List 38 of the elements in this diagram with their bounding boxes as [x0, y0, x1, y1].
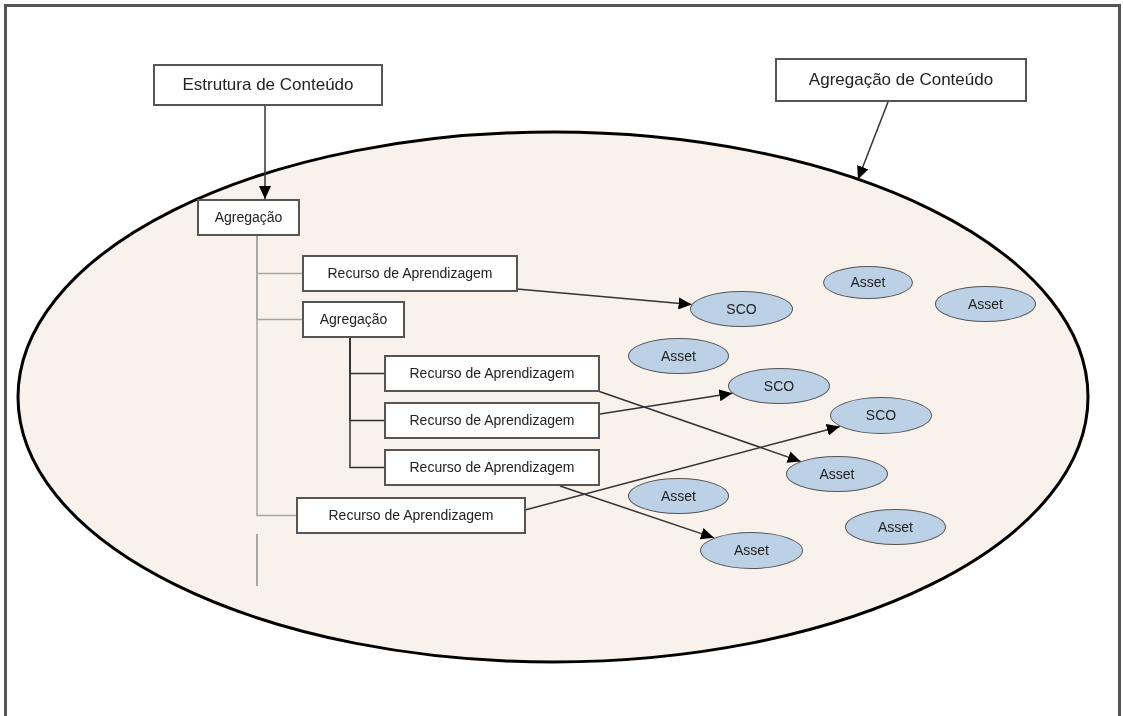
node-label: Asset — [850, 273, 886, 292]
node-label: Agregação — [214, 208, 283, 227]
node-label: SCO — [865, 406, 897, 425]
content-box — [384, 449, 600, 486]
node-label: Asset — [661, 486, 696, 506]
node-label: Estrutura de Conteúdo — [182, 74, 354, 97]
content-box — [384, 355, 600, 392]
node-label: SCO — [763, 376, 795, 396]
arrow — [516, 288, 693, 310]
content-box — [384, 402, 600, 439]
node-label: Recurso de Aprendizagem — [409, 458, 575, 477]
node-label: Agregação — [319, 310, 388, 329]
content-box — [775, 58, 1027, 102]
node-label: Asset — [661, 346, 696, 366]
node-label: Asset — [968, 294, 1003, 314]
content-box — [197, 199, 300, 236]
arrow — [597, 390, 802, 463]
node-label: Recurso de Aprendizagem — [328, 506, 494, 525]
node-label: SCO — [726, 299, 757, 319]
arrow — [259, 105, 271, 200]
node-label: Asset — [734, 541, 769, 560]
content-box — [296, 497, 526, 534]
node-label: Recurso de Aprendizagem — [327, 264, 493, 283]
content-box — [302, 255, 518, 292]
content-aggregation-ellipse — [18, 132, 1088, 662]
content-box — [302, 301, 405, 338]
content-box — [153, 64, 383, 106]
tree-connector — [256, 235, 297, 517]
arrow — [599, 389, 734, 415]
arrow — [524, 423, 841, 511]
node-label: Agregação de Conteúdo — [808, 69, 994, 92]
tree-connector — [349, 337, 385, 469]
node-label: Recurso de Aprendizagem — [409, 364, 575, 383]
node-label: Asset — [878, 517, 913, 537]
node-label: Asset — [819, 464, 855, 484]
arrow — [559, 485, 715, 540]
arrow — [857, 101, 889, 181]
node-label: Recurso de Aprendizagem — [409, 411, 575, 430]
